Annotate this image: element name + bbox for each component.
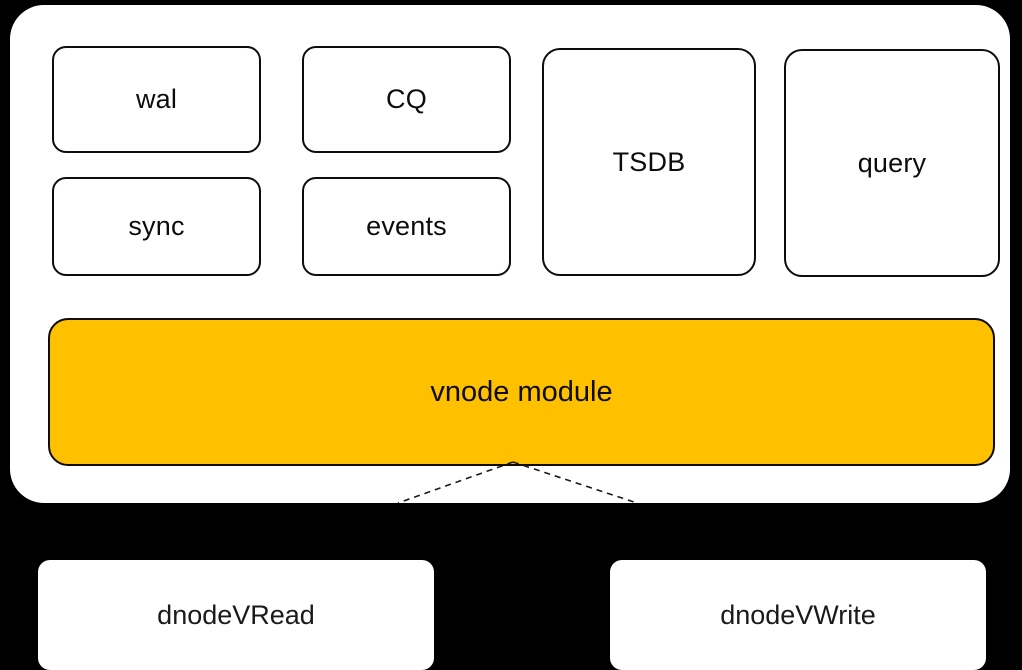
dnode-box-dnodevread[interactable]: dnodeVRead xyxy=(38,560,434,670)
dnode-label-dnodevread: dnodeVRead xyxy=(157,599,315,630)
module-box-tsdb[interactable]: TSDB xyxy=(542,48,756,276)
vnode-container-panel: wal CQ TSDB query sync events vnode modu… xyxy=(10,5,1010,503)
module-box-wal[interactable]: wal xyxy=(52,46,261,153)
dnode-label-dnodevwrite: dnodeVWrite xyxy=(720,599,876,630)
module-label-events: events xyxy=(366,211,447,241)
module-label-query: query xyxy=(857,147,927,178)
dnode-box-dnodevwrite[interactable]: dnodeVWrite xyxy=(610,560,986,670)
module-label-tsdb: TSDB xyxy=(612,146,686,177)
module-label-cq: CQ xyxy=(386,84,427,114)
module-box-query[interactable]: query xyxy=(784,49,1000,277)
vnode-module-label: vnode module xyxy=(430,375,613,408)
vnode-module-bar[interactable]: vnode module xyxy=(48,318,995,466)
module-label-wal: wal xyxy=(135,84,178,114)
module-box-cq[interactable]: CQ xyxy=(302,46,511,153)
module-box-sync[interactable]: sync xyxy=(52,177,261,276)
module-box-events[interactable]: events xyxy=(302,177,511,276)
module-label-sync: sync xyxy=(128,211,185,241)
